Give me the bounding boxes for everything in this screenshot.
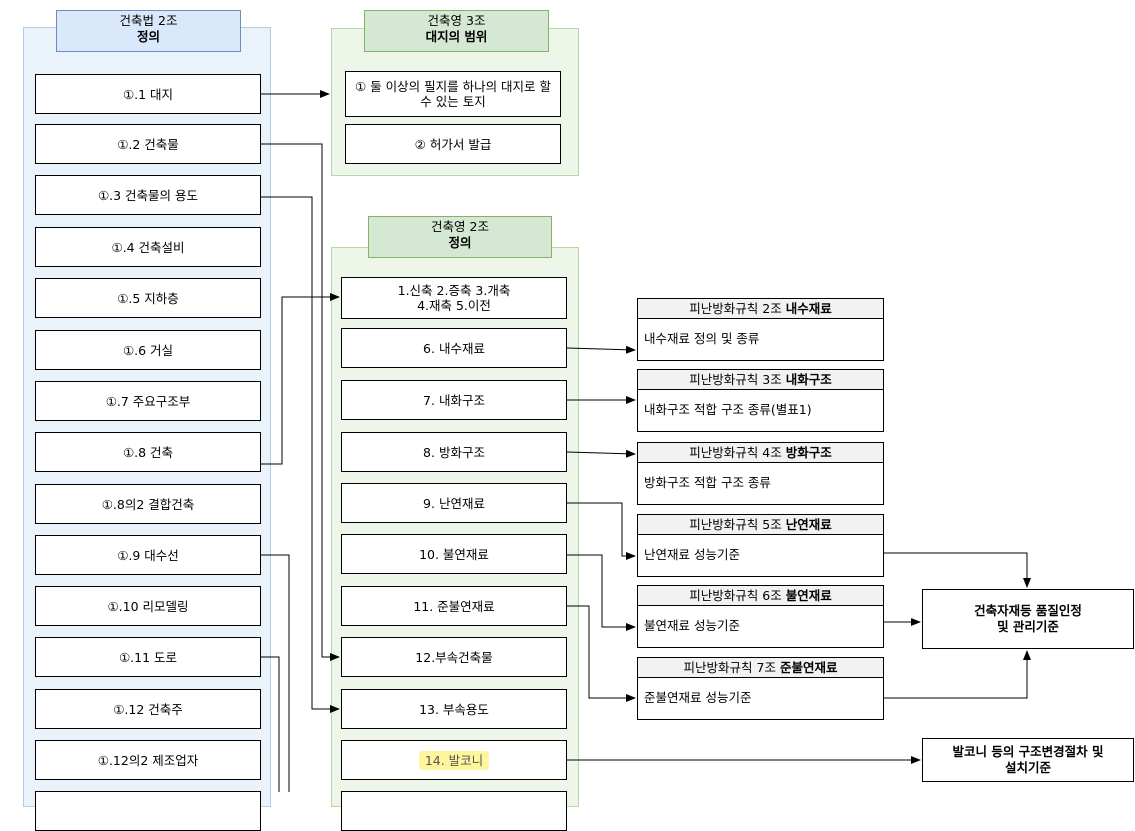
quality-line2: 및 관리기준 xyxy=(997,619,1059,634)
rule-3-title-prefix: 피난방화규칙 3조 xyxy=(689,372,786,387)
wire-rule7-to-quality xyxy=(884,650,1031,699)
rule-5-title-prefix: 피난방화규칙 5조 xyxy=(689,517,786,532)
wire-incombustible xyxy=(567,554,636,631)
left-header-line2: 정의 xyxy=(136,29,160,44)
def-item-14[interactable]: 14. 발코니 xyxy=(341,740,567,780)
rule-6-body[interactable]: 불연재료 성능기준 xyxy=(637,606,884,648)
def-item-1[interactable]: 1.신축 2.증축 3.개축 4.재축 5.이전 xyxy=(341,277,567,319)
rule-7-title: 피난방화규칙 7조 준불연재료 xyxy=(637,657,884,678)
left-item-4[interactable]: ①.4 건축설비 xyxy=(35,227,261,267)
definition-header-line1: 건축영 2조 xyxy=(431,219,489,234)
definition-panel-header: 건축영 2조 정의 xyxy=(368,216,552,258)
def-item-11[interactable]: 11. 준불연재료 xyxy=(341,586,567,626)
rule-2-body[interactable]: 내수재료 정의 및 종류 xyxy=(637,319,884,361)
site-item-2[interactable]: ② 허가서 발급 xyxy=(345,124,561,164)
connector-lines xyxy=(261,90,1031,792)
wire-construct-to-new xyxy=(261,293,340,465)
rule-7-title-prefix: 피난방화규칙 7조 xyxy=(683,660,780,675)
rule-4-title: 피난방화규칙 4조 방화구조 xyxy=(637,442,884,463)
balcony-line2: 설치기준 xyxy=(1004,760,1051,775)
rule-2-title-prefix: 피난방화규칙 2조 xyxy=(689,301,786,316)
wire-use-to-annex-use xyxy=(261,196,340,713)
rule-4-title-bold: 방화구조 xyxy=(785,445,832,460)
rule-3-body[interactable]: 내화구조 적합 구조 종류(별표1) xyxy=(637,390,884,432)
rule-6-title-prefix: 피난방화규칙 6조 xyxy=(689,588,786,603)
def-item-10[interactable]: 10. 불연재료 xyxy=(341,534,567,574)
left-panel-header: 건축법 2조 정의 xyxy=(56,10,241,52)
quality-standard-box[interactable]: 건축자재등 품질인정 및 관리기준 xyxy=(922,589,1134,649)
left-header-line1: 건축법 2조 xyxy=(119,13,178,28)
wire-water-resistant xyxy=(566,345,636,354)
rule-6-title-bold: 불연재료 xyxy=(785,588,832,603)
wire-rule5-to-quality xyxy=(884,552,1031,588)
left-item-1[interactable]: ①.1 대지 xyxy=(35,74,261,114)
left-item-13[interactable]: ①.12 건축주 xyxy=(35,689,261,729)
site-header-line2: 대지의 범위 xyxy=(425,29,488,44)
rule-7-body[interactable]: 준불연재료 성능기준 xyxy=(637,678,884,720)
rule-5-title-bold: 난연재료 xyxy=(785,517,832,532)
left-item-9[interactable]: ①.8의2 결합건축 xyxy=(35,484,261,524)
def-item-8[interactable]: 8. 방화구조 xyxy=(341,432,567,472)
left-item-7[interactable]: ①.7 주요구조부 xyxy=(35,381,261,421)
definition-header-line2: 정의 xyxy=(448,235,472,250)
wire-fire-protective xyxy=(566,449,636,458)
left-item-14[interactable]: ①.12의2 제조업자 xyxy=(35,740,261,780)
rule-6-title: 피난방화규칙 6조 불연재료 xyxy=(637,585,884,606)
rule-2-title: 피난방화규칙 2조 내수재료 xyxy=(637,298,884,319)
def-item-7[interactable]: 7. 내화구조 xyxy=(341,380,567,420)
rule-2-title-bold: 내수재료 xyxy=(785,301,832,316)
left-item-5[interactable]: ①.5 지하층 xyxy=(35,278,261,318)
wire-semi-incombustible xyxy=(567,605,636,702)
def-item-13[interactable]: 13. 부속용도 xyxy=(341,689,567,729)
def-item-6[interactable]: 6. 내수재료 xyxy=(341,328,567,368)
wire-road-down xyxy=(261,656,280,792)
wire-major-repair-down xyxy=(261,554,290,792)
left-item-3[interactable]: ①.3 건축물의 용도 xyxy=(35,175,261,215)
wire-flame-retardant xyxy=(567,502,636,560)
rule-3-title-bold: 내화구조 xyxy=(785,372,832,387)
left-item-2[interactable]: ①.2 건축물 xyxy=(35,124,261,164)
rule-5-body[interactable]: 난연재료 성능기준 xyxy=(637,535,884,577)
left-item-11[interactable]: ①.10 리모델링 xyxy=(35,586,261,626)
def-item-15-partial[interactable] xyxy=(341,791,567,831)
rule-4-body[interactable]: 방화구조 적합 구조 종류 xyxy=(637,463,884,505)
left-item-6[interactable]: ①.6 거실 xyxy=(35,330,261,370)
site-item-1[interactable]: ① 둘 이상의 필지를 하나의 대지로 할 수 있는 토지 xyxy=(345,71,561,117)
left-item-10[interactable]: ①.9 대수선 xyxy=(35,535,261,575)
site-panel-header: 건축영 3조 대지의 범위 xyxy=(364,10,549,52)
left-item-12[interactable]: ①.11 도로 xyxy=(35,637,261,677)
left-item-8[interactable]: ①.8 건축 xyxy=(35,432,261,472)
wire-building-to-annex xyxy=(261,143,340,661)
rule-5-title: 피난방화규칙 5조 난연재료 xyxy=(637,514,884,535)
def-item-12[interactable]: 12.부속건축물 xyxy=(341,637,567,677)
balcony-line1: 발코니 등의 구조변경절차 및 xyxy=(952,744,1104,759)
balcony-highlight: 14. 발코니 xyxy=(418,750,490,770)
rule-3-title: 피난방화규칙 3조 내화구조 xyxy=(637,369,884,390)
rule-7-title-bold: 준불연재료 xyxy=(779,660,838,675)
def-item-9[interactable]: 9. 난연재료 xyxy=(341,483,567,523)
quality-line1: 건축자재등 품질인정 xyxy=(974,603,1082,618)
balcony-standard-box[interactable]: 발코니 등의 구조변경절차 및 설치기준 xyxy=(922,738,1134,782)
rule-4-title-prefix: 피난방화규칙 4조 xyxy=(689,445,786,460)
site-header-line1: 건축영 3조 xyxy=(427,13,486,28)
left-item-15-partial[interactable] xyxy=(35,791,261,831)
